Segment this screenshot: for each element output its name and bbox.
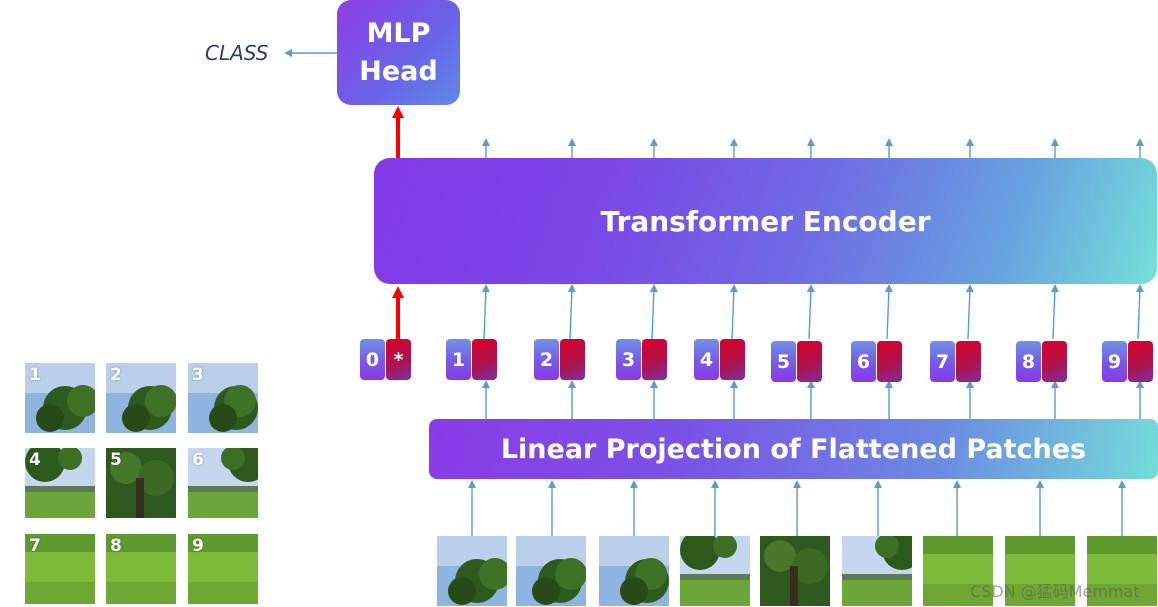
position-embedding-0: 0 — [360, 339, 385, 380]
patch-image — [106, 534, 176, 604]
mlp-head-box: MLP Head — [337, 0, 460, 105]
patch-image — [842, 536, 912, 606]
flattened-patch-6 — [842, 536, 912, 606]
grid-patch-8: 8 — [106, 534, 176, 604]
grid-patch-number: 4 — [29, 450, 41, 470]
grid-patch-number: 5 — [110, 450, 122, 470]
patch-image — [680, 536, 750, 606]
grid-patch-6: 6 — [188, 448, 258, 518]
patch-embedding-1 — [472, 339, 497, 380]
token-to-encoder-arrow-5 — [806, 284, 815, 340]
patch-embedding-5 — [797, 341, 822, 382]
mlp-head-line2: Head — [359, 55, 438, 87]
patch-image — [188, 448, 258, 518]
patch-image — [1005, 536, 1075, 606]
grid-patch-3: 3 — [188, 363, 258, 433]
patch-image — [760, 536, 830, 606]
patch-embedding-9 — [1128, 341, 1153, 382]
patch-embedding-8 — [1042, 341, 1067, 382]
patch-image — [106, 448, 176, 518]
transformer-encoder-box: Transformer Encoder — [374, 158, 1157, 284]
grid-patch-number: 1 — [29, 365, 41, 385]
patch-embedding-7 — [956, 341, 981, 382]
patch-image — [188, 363, 258, 433]
flattened-patch-8 — [1005, 536, 1075, 606]
transformer-encoder-label: Transformer Encoder — [600, 204, 931, 238]
position-embedding-7: 7 — [930, 341, 955, 382]
position-embedding-3: 3 — [616, 339, 641, 380]
position-embedding-9: 9 — [1102, 341, 1127, 382]
class-label: CLASS — [205, 41, 269, 65]
patch-embedding-6 — [877, 341, 902, 382]
grid-patch-number: 9 — [192, 536, 204, 556]
token-to-encoder-arrow-9 — [1135, 284, 1144, 340]
flattened-patch-5 — [760, 536, 830, 606]
mlp-head-line1: MLP — [366, 17, 431, 49]
token-to-encoder-arrow-3 — [649, 284, 658, 340]
flattened-patch-2 — [516, 536, 586, 606]
patch-image — [25, 363, 95, 433]
grid-patch-number: 6 — [192, 450, 204, 470]
patch-image — [25, 448, 95, 518]
position-embedding-8: 8 — [1016, 341, 1041, 382]
patch-image — [516, 536, 586, 606]
patch-embedding-2 — [560, 339, 585, 380]
watermark: CSDN @猛码Memmat — [970, 582, 1140, 601]
position-embedding-4: 4 — [694, 339, 719, 380]
position-embedding-1: 1 — [446, 339, 471, 380]
patch-embedding-3 — [642, 339, 667, 380]
token-to-encoder-arrow-6 — [884, 284, 893, 340]
grid-patch-number: 8 — [110, 536, 122, 556]
flattened-patch-9 — [1087, 536, 1157, 606]
token-to-encoder-arrow-1 — [481, 284, 490, 340]
patch-image — [1087, 536, 1157, 606]
grid-patch-number: 3 — [192, 365, 204, 385]
token-to-encoder-arrow-7 — [965, 284, 974, 340]
position-embedding-5: 5 — [771, 341, 796, 382]
grid-patch-1: 1 — [25, 363, 95, 433]
position-embedding-2: 2 — [534, 339, 559, 380]
patch-image — [437, 536, 507, 606]
token-to-encoder-arrow-4 — [729, 284, 738, 340]
patch-embedding-4 — [720, 339, 745, 380]
grid-patch-2: 2 — [106, 363, 176, 433]
grid-patch-7: 7 — [25, 534, 95, 604]
linear-projection-box: Linear Projection of Flattened Patches — [429, 419, 1158, 479]
grid-patch-5: 5 — [106, 448, 176, 518]
flattened-patch-3 — [599, 536, 669, 606]
grid-patch-number: 2 — [110, 365, 122, 385]
grid-patch-4: 4 — [25, 448, 95, 518]
token-to-encoder-arrow-2 — [567, 284, 576, 340]
patch-image — [188, 534, 258, 604]
token-to-encoder-arrow-8 — [1050, 284, 1059, 340]
linear-projection-label: Linear Projection of Flattened Patches — [500, 433, 1087, 465]
flattened-patch-4 — [680, 536, 750, 606]
class-token-embedding: * — [386, 339, 411, 380]
position-embedding-6: 6 — [851, 341, 876, 382]
patch-image — [25, 534, 95, 604]
patch-image — [923, 536, 993, 606]
grid-patch-9: 9 — [188, 534, 258, 604]
patch-image — [106, 363, 176, 433]
flattened-patch-1 — [437, 536, 507, 606]
flattened-patch-7 — [923, 536, 993, 606]
patch-image — [599, 536, 669, 606]
grid-patch-number: 7 — [29, 536, 41, 556]
